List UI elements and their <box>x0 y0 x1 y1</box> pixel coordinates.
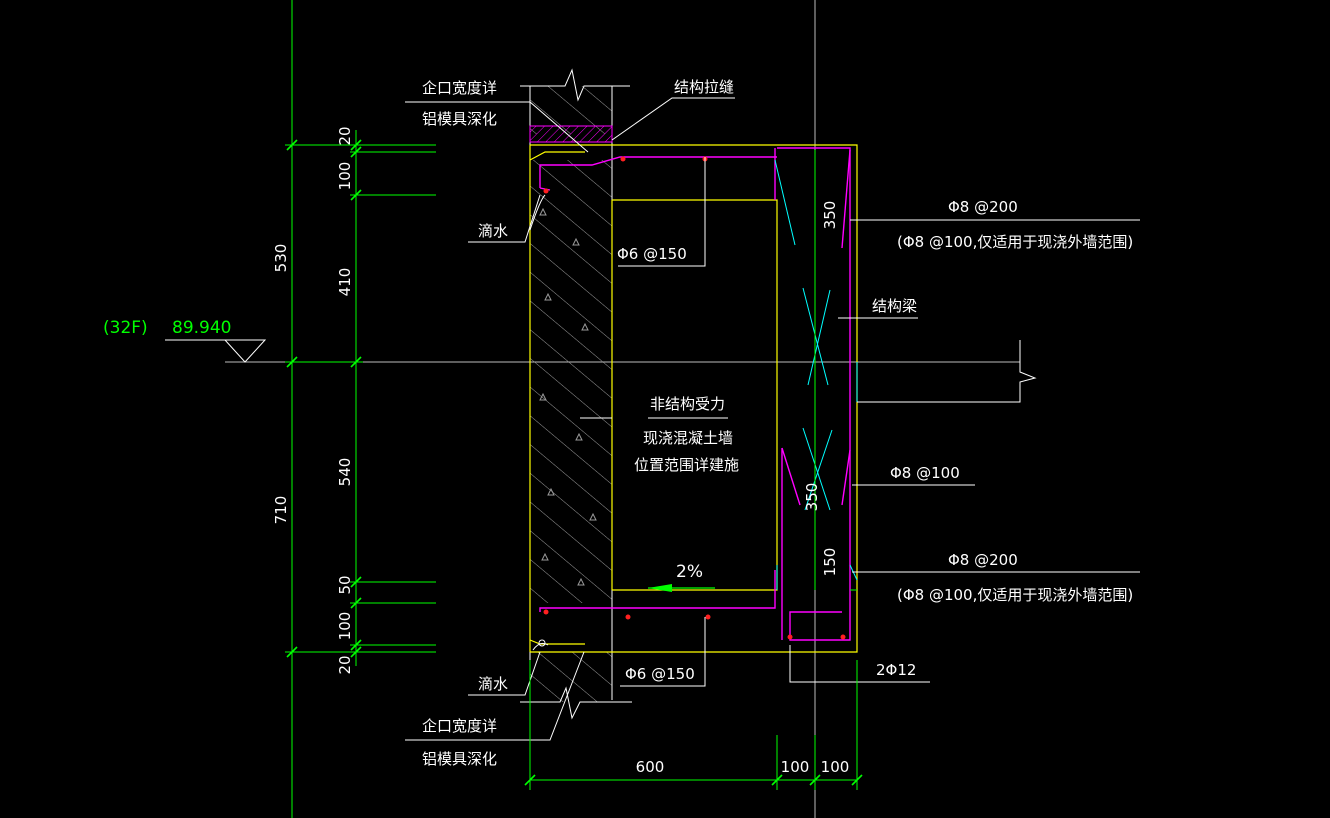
rebar-right-top-note: (Φ8 @100,仅适用于现浇外墙范围) <box>897 233 1133 251</box>
joint-top-line1: 企口宽度详 <box>422 79 497 97</box>
joint-bot-line2: 铝模具深化 <box>422 750 497 768</box>
structural-beam-label: 结构梁 <box>872 297 917 315</box>
rebar-right-top-label: Φ8 @200 <box>948 198 1018 216</box>
level-value: 89.940 <box>172 318 231 338</box>
rebar-top-main-label: Φ6 @150 <box>617 245 687 263</box>
joint-bot-line1: 企口宽度详 <box>422 717 497 735</box>
dimension-texts: 530 710 20 100 410 540 50 100 20 600 100… <box>272 126 849 776</box>
drip-top-label: 滴水 <box>478 222 508 240</box>
seam-block <box>529 125 613 143</box>
dim-540: 540 <box>336 458 354 487</box>
level-texts: (32F) 89.940 <box>103 318 231 338</box>
dim-350-lower: 350 <box>803 483 821 512</box>
nonstruct-line1: 非结构受力 <box>650 395 725 413</box>
level-marker <box>165 339 267 363</box>
structural-seam-label: 结构拉缝 <box>674 78 734 96</box>
beam-break <box>857 340 1037 403</box>
dim-100-bot: 100 <box>336 612 354 641</box>
dimension-lines <box>285 130 858 790</box>
dim-50: 50 <box>336 575 354 594</box>
dim-350-upper: 350 <box>821 201 839 230</box>
dim-710: 710 <box>272 496 290 525</box>
beam-cross-marks <box>774 159 858 590</box>
drip-bot-label: 滴水 <box>478 675 508 693</box>
level-floor: (32F) <box>103 318 148 338</box>
nonstruct-line3: 位置范围详建施 <box>634 456 739 474</box>
dim-20-top: 20 <box>336 126 354 145</box>
reference-lines <box>225 0 1020 818</box>
leaders <box>405 97 1140 741</box>
annotation-texts: 企口宽度详 铝模具深化 结构拉缝 滴水 Φ6 @150 Φ8 @200 (Φ8 … <box>422 78 1133 768</box>
dim-150: 150 <box>821 548 839 577</box>
dimension-ticks <box>286 139 863 786</box>
concrete-wall <box>520 68 632 720</box>
dim-410: 410 <box>336 268 354 297</box>
rebar-right-bot-label: Φ8 @200 <box>948 551 1018 569</box>
slope-arrow <box>648 584 715 592</box>
rebar <box>539 147 851 641</box>
section-outline <box>529 144 858 653</box>
rebar-bot-main-label: Φ6 @150 <box>625 665 695 683</box>
dim-100-a: 100 <box>781 758 810 776</box>
dim-530: 530 <box>272 244 290 273</box>
joint-top-line2: 铝模具深化 <box>422 110 497 128</box>
dim-100-b: 100 <box>821 758 850 776</box>
rebar-right-bot-note: (Φ8 @100,仅适用于现浇外墙范围) <box>897 586 1133 604</box>
nonstruct-line2: 现浇混凝土墙 <box>643 429 733 447</box>
dim-20-bot: 20 <box>336 655 354 674</box>
bottom-bars-label: 2Φ12 <box>876 661 916 679</box>
dim-100-top: 100 <box>336 162 354 191</box>
drip-marks <box>529 194 549 651</box>
slope-label: 2% <box>676 562 703 582</box>
rebar-mid-label: Φ8 @100 <box>890 464 960 482</box>
dim-600: 600 <box>636 758 665 776</box>
